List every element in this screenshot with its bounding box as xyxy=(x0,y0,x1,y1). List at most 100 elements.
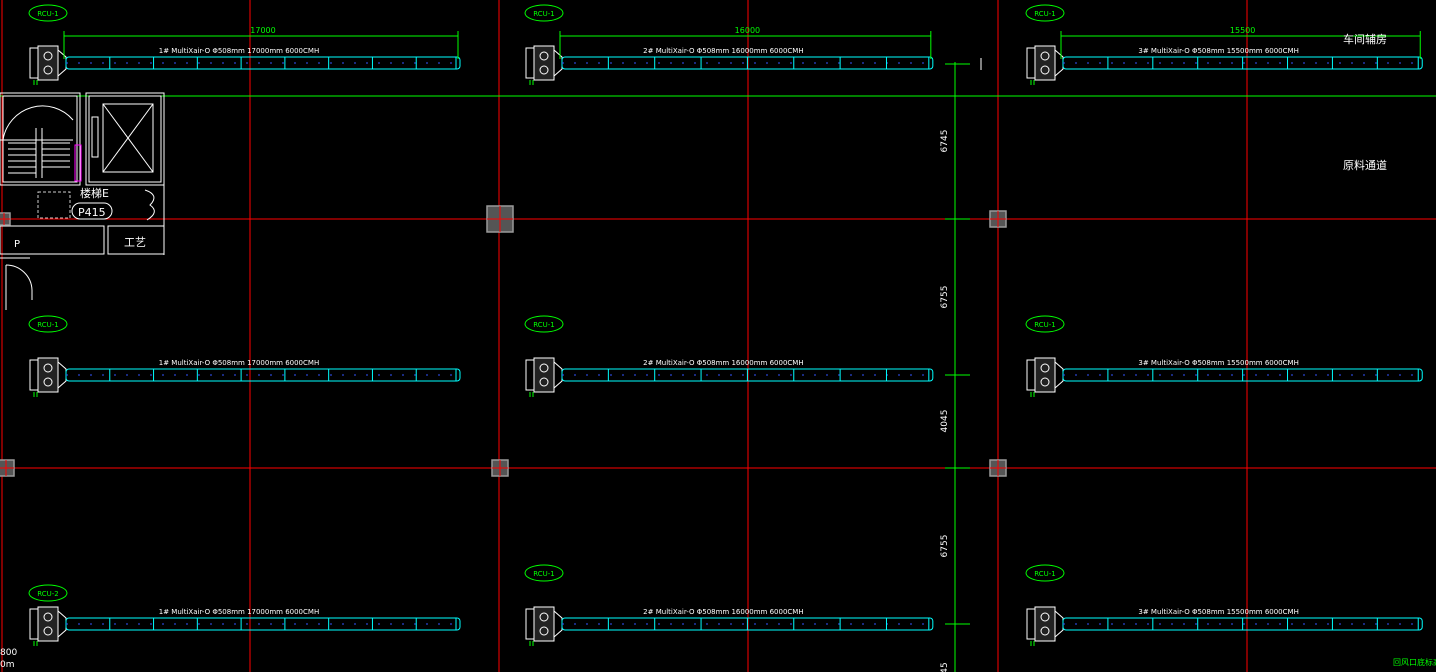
fan-transition xyxy=(553,609,563,639)
fan-inlet xyxy=(29,359,39,391)
duct-label: 3# MultiXair-O Φ508mm 15500mm 6000CMH xyxy=(1138,359,1298,367)
fan-motor-top xyxy=(1040,51,1050,61)
column-marker xyxy=(989,459,1007,477)
fan-housing xyxy=(1034,45,1056,81)
fan-motor-top xyxy=(1040,612,1050,622)
duct-unit: RCU-1 3# MultiXair-O Φ508mm 15500mm 6000C… xyxy=(1025,564,1423,646)
fan-housing xyxy=(37,357,59,393)
bottom-left-text-a: 800 xyxy=(0,648,17,658)
duct-unit: RCU-2 1# MultiXair-O Φ508mm 17000mm 6000C… xyxy=(28,584,461,646)
unit-tag: RCU-2 xyxy=(37,590,59,598)
fabric-duct xyxy=(65,617,461,631)
fan-motor-bottom xyxy=(539,65,549,75)
fan-housing xyxy=(1034,606,1056,642)
fan-housing xyxy=(533,357,555,393)
fabric-duct xyxy=(65,56,461,70)
fan-motor-top xyxy=(539,51,549,61)
fan-inlet xyxy=(29,47,39,79)
fan-motor-bottom xyxy=(43,626,53,636)
duct-label: 3# MultiXair-O Φ508mm 15500mm 6000CMH xyxy=(1138,47,1298,55)
fan-transition xyxy=(1054,609,1064,639)
column-marker xyxy=(989,210,1007,228)
duct-label: 1# MultiXair-O Φ508mm 17000mm 6000CMH xyxy=(159,47,319,55)
fan-housing xyxy=(1034,357,1056,393)
duct-unit: RCU-1 2# MultiXair-O Φ508mm 16000mm 6000C… xyxy=(524,564,934,646)
unit-tag-bubble xyxy=(1025,4,1065,22)
fan-motor-bottom xyxy=(43,65,53,75)
unit-tag-bubble xyxy=(1025,315,1065,333)
column-marker xyxy=(0,212,11,226)
stair-core xyxy=(0,92,165,310)
unit-tag-bubble xyxy=(28,584,68,602)
bottom-left-text-b: 0m xyxy=(0,660,15,670)
duct-unit: RCU-1 3# MultiXair-O Φ508mm 15500mm 6000C… xyxy=(1025,315,1423,397)
duct-units: RCU-1 1# MultiXair-O Φ508mm 17000mm 6000C… xyxy=(28,4,1423,646)
fan-housing xyxy=(533,606,555,642)
stair-code-label: P415 xyxy=(78,206,106,219)
fan-motor-top xyxy=(1040,363,1050,373)
duct-dim-label: 15500 xyxy=(1230,26,1255,35)
duct-unit: RCU-1 1# MultiXair-O Φ508mm 17000mm 6000C… xyxy=(28,4,461,85)
unit-tag: RCU-1 xyxy=(37,10,59,18)
column-marker xyxy=(486,205,514,233)
column-markers xyxy=(0,205,1007,477)
duct-unit: RCU-1 2# MultiXair-O Φ508mm 16000mm 6000C… xyxy=(524,4,934,85)
unit-tag: RCU-1 xyxy=(533,10,555,18)
fan-inlet xyxy=(525,608,535,640)
unit-tag-bubble xyxy=(524,315,564,333)
fan-motor-bottom xyxy=(539,377,549,387)
fan-motor-top xyxy=(539,612,549,622)
fan-housing xyxy=(37,606,59,642)
duct-unit: RCU-1 1# MultiXair-O Φ508mm 17000mm 6000C… xyxy=(28,315,461,397)
process-label: 工艺 xyxy=(124,236,146,249)
fan-motor-bottom xyxy=(1040,626,1050,636)
duct-unit: RCU-13# MultiXair-O Φ508mm 15500mm 6000C… xyxy=(1025,4,1423,85)
duct-label: 2# MultiXair-O Φ508mm 16000mm 6000CMH xyxy=(643,47,803,55)
fan-transition xyxy=(57,48,67,78)
vertical-dim-label: 4045 xyxy=(940,410,950,433)
fan-motor-top xyxy=(43,612,53,622)
unit-tag-bubble xyxy=(28,315,68,333)
fan-inlet xyxy=(1026,359,1036,391)
fan-motor-top xyxy=(43,51,53,61)
vertical-dim-label: 6755 xyxy=(940,535,950,558)
fan-transition xyxy=(553,48,563,78)
duct-unit: RCU-12# MultiXair-O Φ508mm 16000mm 6000C… xyxy=(524,315,934,397)
duct-label: 1# MultiXair-O Φ508mm 17000mm 6000CMH xyxy=(159,608,319,616)
duct-dim-label: 16000 xyxy=(735,26,760,35)
column-marker xyxy=(0,459,15,477)
vertical-dim-label: 6755 xyxy=(940,286,950,309)
fan-housing xyxy=(533,45,555,81)
unit-tag: RCU-1 xyxy=(1034,321,1056,329)
duct-label: 2# MultiXair-O Φ508mm 16000mm 6000CMH xyxy=(643,608,803,616)
fan-transition xyxy=(1054,48,1064,78)
fan-motor-bottom xyxy=(1040,65,1050,75)
fan-transition xyxy=(57,360,67,390)
column-marker xyxy=(491,459,509,477)
fan-housing xyxy=(37,45,59,81)
fan-inlet xyxy=(1026,608,1036,640)
fan-inlet xyxy=(29,608,39,640)
fan-inlet xyxy=(1026,47,1036,79)
bottom-right-note: 回风口底标高2 xyxy=(1393,657,1436,667)
vertical-dim-label: 6745 xyxy=(940,130,950,153)
unit-tag-bubble xyxy=(524,564,564,582)
duct-label: 1# MultiXair-O Φ508mm 17000mm 6000CMH xyxy=(159,359,319,367)
duct-dim-label: 17000 xyxy=(250,26,275,35)
duct-label: 2# MultiXair-O Φ508mm 16000mm 6000CMH xyxy=(643,359,803,367)
fan-transition xyxy=(553,360,563,390)
unit-tag-bubble xyxy=(28,4,68,22)
fan-motor-top xyxy=(43,363,53,373)
unit-tag: RCU-1 xyxy=(1034,570,1056,578)
stair-label: 楼梯E xyxy=(80,186,109,200)
unit-tag-bubble xyxy=(1025,564,1065,582)
fan-motor-bottom xyxy=(539,626,549,636)
fan-inlet xyxy=(525,47,535,79)
duct-label: 3# MultiXair-O Φ508mm 15500mm 6000CMH xyxy=(1138,608,1298,616)
unit-tag: RCU-1 xyxy=(533,570,555,578)
unit-tag: RCU-1 xyxy=(37,321,59,329)
fan-motor-bottom xyxy=(43,377,53,387)
